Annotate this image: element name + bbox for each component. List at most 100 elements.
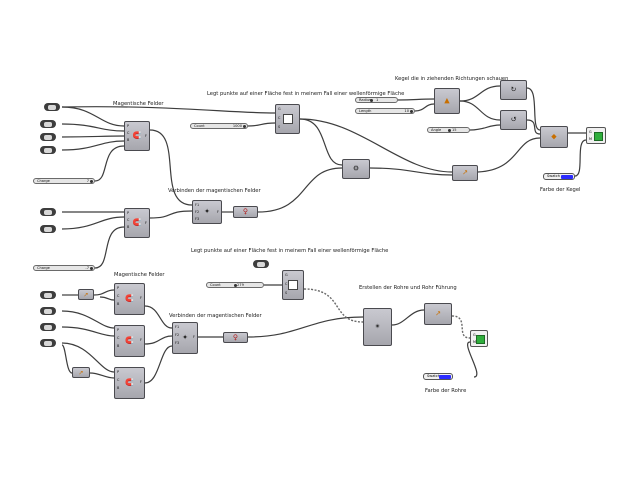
- wire: [149, 129, 193, 206]
- populate-geometry-icon: [282, 114, 293, 124]
- geometry-param[interactable]: [40, 146, 56, 154]
- geometry-param[interactable]: [40, 323, 56, 331]
- geometry-param[interactable]: [40, 120, 56, 128]
- wire: [61, 123, 125, 132]
- rotate-icon: ↻: [510, 85, 517, 94]
- magnet-icon: 🧲: [125, 336, 134, 345]
- note-magnetic-fields-2: Magentische Felder: [114, 272, 165, 278]
- wire: [94, 145, 125, 182]
- orient-component[interactable]: ◆: [540, 126, 568, 148]
- magnet-icon: 🧲: [132, 218, 142, 227]
- charge-slider[interactable]: Charge -7: [33, 265, 95, 271]
- field-direction-icon: ↗: [462, 168, 468, 177]
- merge-fields-icon: ✦: [182, 333, 188, 342]
- merge-fields-component[interactable]: F1 F2 F3 ✦ F: [192, 200, 222, 224]
- wire: [247, 316, 364, 338]
- note-merge-fields: Verbinden der magentischen Felder: [168, 188, 261, 194]
- note-points-on-surface-2: Legt punkte auf einer Fläche fest in mei…: [191, 248, 389, 254]
- geometry-param[interactable]: [40, 208, 56, 216]
- custom-preview-icon: [476, 335, 485, 344]
- field-direction-component[interactable]: ↗: [72, 367, 90, 378]
- note-merge-fields-2: Verbinden der magentischen Felder: [169, 313, 262, 319]
- wire: [94, 226, 125, 269]
- point-charge-component[interactable]: P C B 🧲 F: [114, 325, 145, 357]
- cone-component[interactable]: ▲: [434, 88, 460, 114]
- radius-slider[interactable]: Radius 1: [355, 97, 398, 103]
- magnet-icon: 🧲: [132, 131, 142, 140]
- angle-slider[interactable]: Angle 15: [427, 127, 470, 133]
- evaluate-field-component[interactable]: ⚙: [342, 159, 370, 179]
- rotate-icon: ↺: [510, 115, 517, 124]
- slider-knob[interactable]: [234, 283, 237, 287]
- evaluate-field-icon: ⚙: [352, 164, 360, 173]
- wire: [93, 289, 115, 296]
- count-slider[interactable]: Count 279: [206, 282, 264, 288]
- custom-preview-icon: [594, 132, 603, 141]
- wire: [459, 85, 501, 102]
- field-line-trace-icon: ✴: [374, 322, 381, 331]
- charge-slider[interactable]: Charge 7: [33, 178, 95, 184]
- merge-fields-icon: ✦: [204, 207, 210, 216]
- slider-knob[interactable]: [90, 179, 93, 183]
- pipe-component[interactable]: ↗: [424, 303, 452, 325]
- wire: [61, 342, 115, 373]
- field-line-icon: ♀: [242, 207, 249, 216]
- geometry-param[interactable]: [253, 260, 269, 268]
- rotate-component[interactable]: ↻: [500, 80, 527, 100]
- geometry-param[interactable]: [40, 307, 56, 315]
- slider-knob[interactable]: [243, 124, 246, 128]
- wire: [61, 310, 115, 329]
- point-charge-component[interactable]: P C B 🧲 F: [114, 367, 145, 399]
- cone-icon: ▲: [444, 96, 450, 105]
- slider-knob[interactable]: [370, 98, 373, 102]
- length-slider[interactable]: Length 10: [355, 108, 415, 114]
- point-charge-component[interactable]: P C B 🧲 F: [124, 208, 150, 238]
- slider-knob[interactable]: [90, 266, 93, 270]
- wire: [61, 344, 73, 374]
- color-swatch[interactable]: Swatch: [543, 173, 575, 180]
- wire: [61, 326, 115, 337]
- field-direction-icon: ↗: [78, 369, 84, 376]
- field-direction-component[interactable]: ↗: [452, 165, 478, 181]
- field-line-component[interactable]: ♀: [233, 206, 258, 218]
- slider-knob[interactable]: [410, 109, 413, 113]
- wire: [61, 106, 125, 127]
- count-slider[interactable]: Count 1000: [190, 123, 248, 129]
- wire: [61, 106, 276, 114]
- merge-fields-component[interactable]: F1 F2 F3 ✦ F: [172, 322, 198, 354]
- note-cones: Kegel die in ziehenden Richtungen schaue…: [395, 76, 509, 82]
- rotate-component[interactable]: ↺: [500, 110, 527, 130]
- point-charge-component[interactable]: P C B 🧲 F: [114, 283, 145, 315]
- field-line-trace-component[interactable]: ✴: [363, 308, 392, 346]
- wire: [149, 210, 193, 219]
- wire: [391, 309, 425, 326]
- geometry-param[interactable]: [40, 133, 56, 141]
- note-points-on-surface: Legt punkte auf einer Fläche fest in mei…: [207, 91, 405, 97]
- note-pipe-color: Farbe der Rohre: [425, 388, 467, 394]
- slider-knob[interactable]: [448, 128, 451, 132]
- geometry-param[interactable]: [40, 339, 56, 347]
- note-cone-color: Farbe der Kegel: [540, 187, 581, 193]
- color-swatch[interactable]: Swatch: [423, 373, 453, 380]
- wire: [574, 139, 587, 177]
- wire: [477, 137, 541, 173]
- wire: [526, 87, 541, 131]
- geometry-param[interactable]: [40, 225, 56, 233]
- custom-preview-component[interactable]: G M: [586, 127, 606, 144]
- wire: [144, 305, 173, 329]
- pipe-icon: ↗: [435, 309, 441, 318]
- field-direction-component[interactable]: ↗: [78, 289, 94, 300]
- populate-geometry-component[interactable]: G C S: [282, 270, 304, 300]
- wire: [299, 118, 343, 166]
- geometry-param[interactable]: [40, 291, 56, 299]
- wire: [144, 335, 173, 345]
- point-charge-component[interactable]: P C B 🧲 F: [124, 121, 150, 151]
- populate-geometry-component[interactable]: G C S: [275, 104, 300, 134]
- field-line-component[interactable]: ♀: [223, 332, 248, 343]
- field-line-icon: ♀: [232, 333, 239, 341]
- geometry-param[interactable]: [44, 103, 60, 111]
- custom-preview-component[interactable]: G M: [470, 330, 488, 347]
- wire: [257, 167, 343, 213]
- orient-icon: ◆: [551, 132, 557, 141]
